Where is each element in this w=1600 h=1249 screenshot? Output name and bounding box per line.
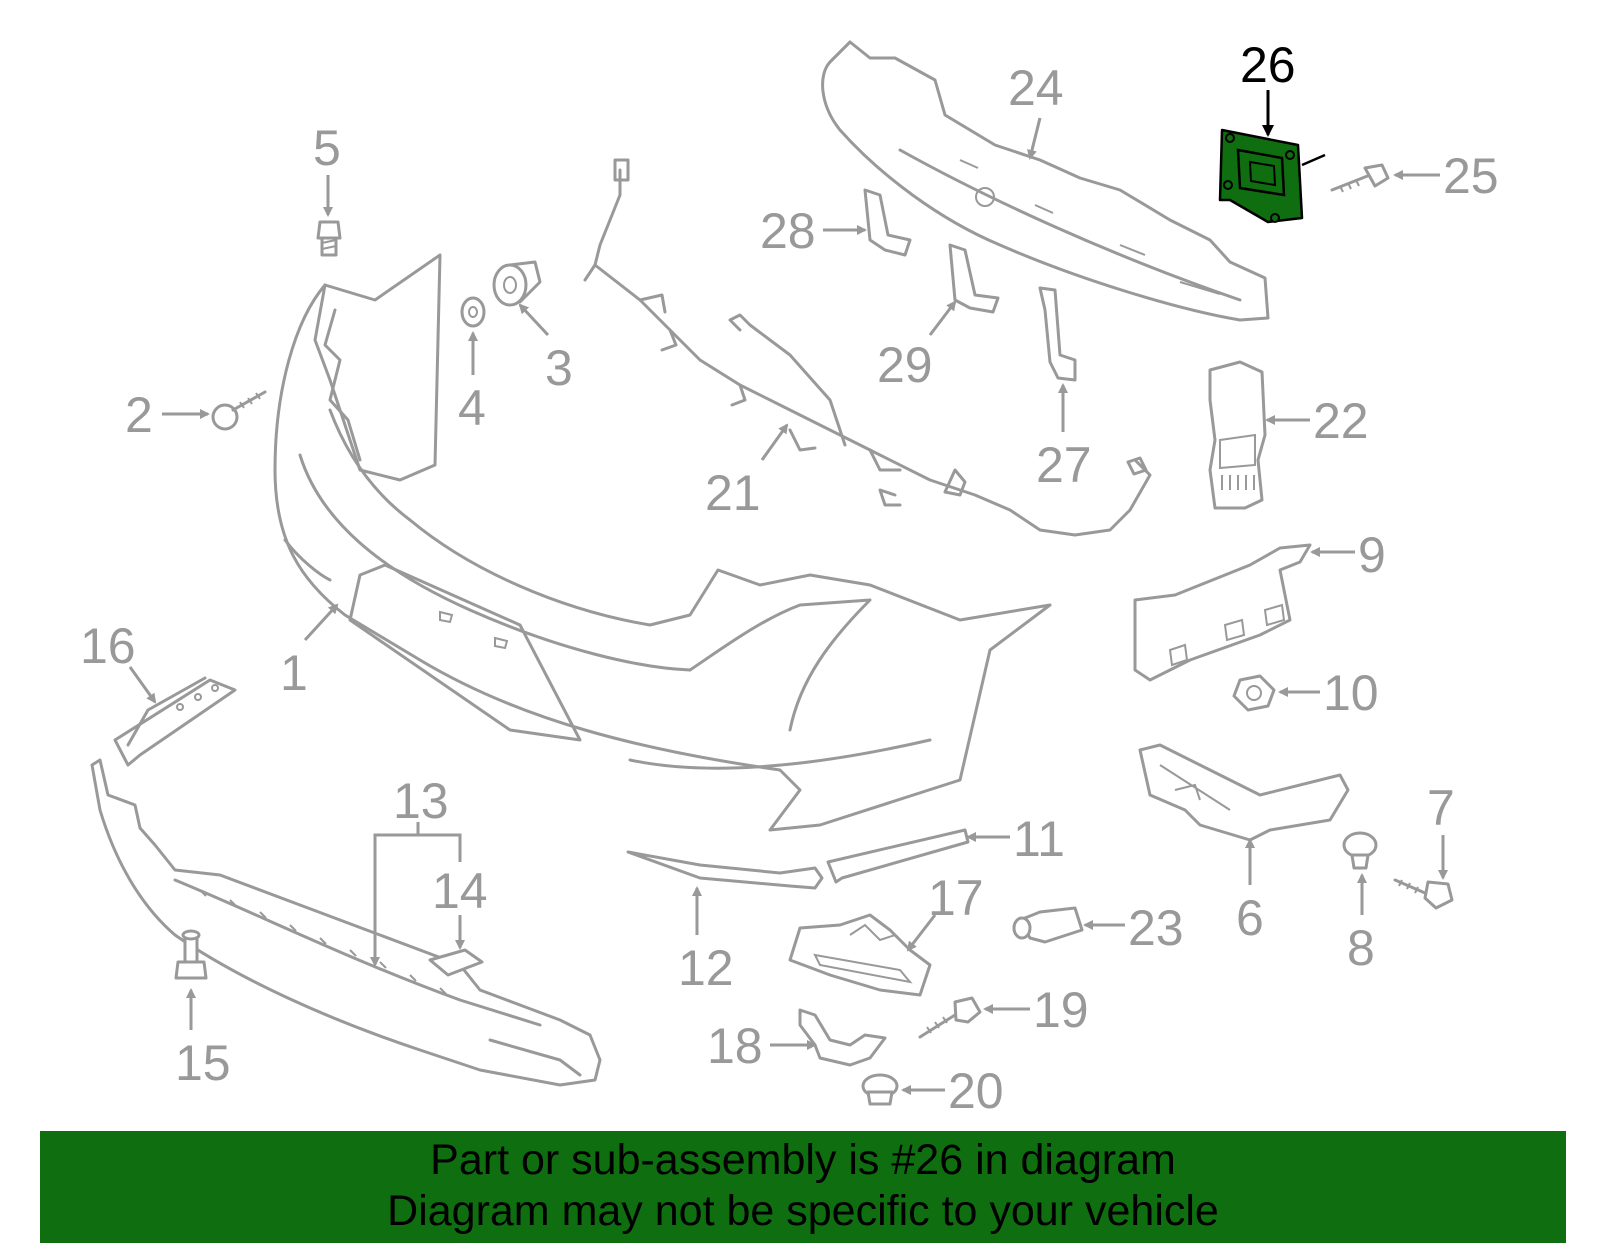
callout-18: 18 [707, 1018, 763, 1074]
callout-19: 19 [1033, 982, 1089, 1038]
leader-24 [1027, 117, 1042, 160]
lamp-housing-part-17[interactable] [788, 913, 932, 997]
callout-24: 24 [1008, 60, 1064, 116]
callout-5: 5 [313, 120, 341, 176]
bracket-part-18[interactable] [798, 1008, 887, 1067]
bolt-part-5[interactable] [316, 220, 342, 257]
clip-part-23[interactable] [1012, 906, 1084, 944]
bolt-part-25[interactable] [1330, 163, 1390, 193]
leader-3 [518, 303, 550, 337]
callout-16: 16 [80, 618, 136, 674]
callout-21: 21 [705, 465, 761, 521]
callout-26: 26 [1240, 37, 1296, 93]
bracket-part-16[interactable] [113, 676, 237, 767]
trim-strip-part-11[interactable] [826, 828, 970, 884]
callout-11: 11 [1013, 811, 1065, 867]
nut-part-10[interactable] [1232, 674, 1276, 712]
bracket-part-9[interactable] [1133, 543, 1312, 682]
bolt-part-19[interactable] [918, 996, 982, 1039]
bracket-part-29[interactable] [948, 243, 1000, 314]
bolt-part-15[interactable] [174, 929, 208, 980]
bracket-part-27[interactable] [1038, 286, 1077, 382]
washer-part-4[interactable] [460, 296, 486, 328]
clip-part-8[interactable] [1342, 831, 1378, 870]
callout-4: 4 [458, 380, 486, 436]
callout-17: 17 [928, 870, 984, 926]
pad-part-14[interactable] [428, 948, 484, 977]
bracket-part-26-highlighted[interactable] [1218, 128, 1326, 224]
callout-8: 8 [1347, 920, 1375, 976]
callout-12: 12 [678, 940, 734, 996]
callout-14: 14 [432, 863, 488, 919]
side-bracket-part-6[interactable] [1138, 743, 1350, 842]
lower-valance-part-13[interactable] [90, 758, 602, 1087]
leader-29 [928, 300, 957, 336]
callout-3: 3 [545, 340, 573, 396]
callout-29: 29 [877, 337, 933, 393]
trim-strip-part-12[interactable] [626, 850, 824, 890]
callout-25: 25 [1443, 148, 1499, 204]
callout-9: 9 [1358, 527, 1386, 583]
callout-22: 22 [1313, 393, 1369, 449]
callout-6: 6 [1236, 890, 1264, 946]
bumper-cover-part-1[interactable] [273, 253, 1052, 832]
leader-17 [906, 914, 937, 952]
callout-27: 27 [1036, 437, 1092, 493]
banner-line-2: Diagram may not be specific to your vehi… [387, 1187, 1219, 1235]
callout-15: 15 [175, 1035, 231, 1091]
callout-7: 7 [1427, 780, 1455, 836]
reinforcement-beam-part-24[interactable] [821, 40, 1270, 322]
screw-part-2[interactable] [211, 390, 267, 431]
leader-21 [760, 423, 789, 461]
callout-10: 10 [1323, 665, 1379, 721]
bolt-part-7[interactable] [1393, 878, 1454, 910]
nut-part-20[interactable] [861, 1073, 899, 1106]
callout-2: 2 [125, 387, 153, 443]
callout-1: 1 [280, 645, 308, 701]
leader-1 [303, 603, 339, 642]
clip-part-3[interactable] [492, 260, 542, 307]
info-banner: Part or sub-assembly is #26 in diagram D… [40, 1131, 1566, 1243]
callout-13: 13 [393, 773, 449, 829]
callout-23: 23 [1128, 900, 1184, 956]
banner-line-1: Part or sub-assembly is #26 in diagram [430, 1136, 1176, 1184]
callout-28: 28 [760, 203, 816, 259]
wiring-harness-part-21[interactable] [583, 158, 1152, 537]
bracket-part-22[interactable] [1208, 360, 1267, 510]
leader-16 [128, 666, 157, 704]
bracket-part-28[interactable] [863, 188, 912, 257]
callout-20: 20 [948, 1063, 1004, 1119]
